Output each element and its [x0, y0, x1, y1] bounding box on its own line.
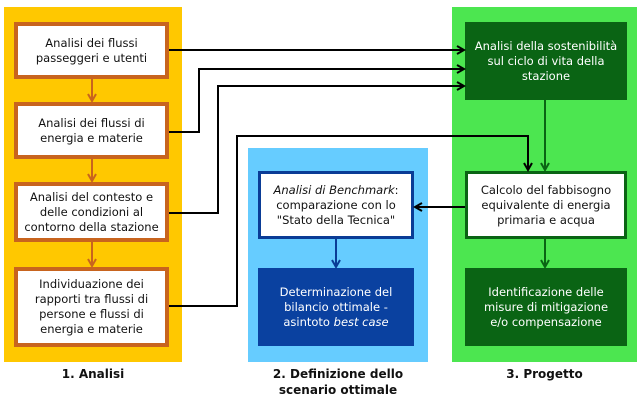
- caption-scenario-ottimale: 2. Definizione dello scenario ottimale: [238, 366, 438, 398]
- box-line: persone e flussi di: [39, 307, 144, 321]
- box-line: Analisi dei flussi di: [38, 115, 145, 130]
- box-line: e/o compensazione: [490, 314, 602, 329]
- box-line: delle condizioni al: [39, 204, 144, 219]
- box-line: passeggeri e utenti: [35, 50, 148, 65]
- box-line: Analisi dei flussi: [45, 35, 138, 50]
- caption-progetto: 3. Progetto: [506, 367, 583, 381]
- box-line: rapporti tra flussi di: [34, 292, 149, 306]
- box-line: comparazione con lo: [276, 197, 396, 212]
- box-line: energia e materie: [40, 322, 143, 336]
- benchmark-colon: :: [394, 182, 399, 197]
- box-line: Calcolo del fabbisogno: [480, 182, 612, 197]
- box-line: Analisi del contesto e: [29, 189, 154, 204]
- arrow-energia-to-sostenibilita: [169, 69, 464, 133]
- best-case-italic: best case: [333, 314, 389, 329]
- box-line: contorno della stazione: [24, 219, 159, 234]
- box-line: energia e materie: [40, 130, 143, 145]
- box-analisi-benchmark: Analisi di Benchmark:comparazione con lo…: [258, 171, 414, 239]
- box-line: Analisi di Benchmark:: [274, 183, 399, 198]
- benchmark-italic: Analisi di Benchmark: [273, 182, 395, 197]
- box-line: Determinazione del: [279, 284, 393, 299]
- box-line: misure di mitigazione: [483, 299, 609, 314]
- box-line: sul ciclo di vita della: [487, 53, 605, 68]
- box-line: Analisi della sostenibilità: [474, 38, 618, 53]
- box-line: Individuazione dei: [39, 277, 144, 291]
- box-line: bilancio ottimale -: [284, 299, 388, 314]
- caption-line: 2. Definizione dello: [272, 367, 404, 381]
- caption-line: scenario ottimale: [278, 383, 398, 397]
- box-line: asintoto best case: [280, 315, 393, 330]
- box-line: Identificazione delle: [488, 284, 604, 299]
- box-line: stazione: [521, 68, 571, 83]
- box-line: equivalente di energia: [481, 197, 611, 212]
- caption-analisi: 1. Analisi: [61, 367, 125, 381]
- box-line: "Stato della Tecnica": [276, 212, 396, 227]
- asintoto-text: asintoto: [283, 314, 334, 329]
- box-line: primaria e acqua: [497, 212, 595, 227]
